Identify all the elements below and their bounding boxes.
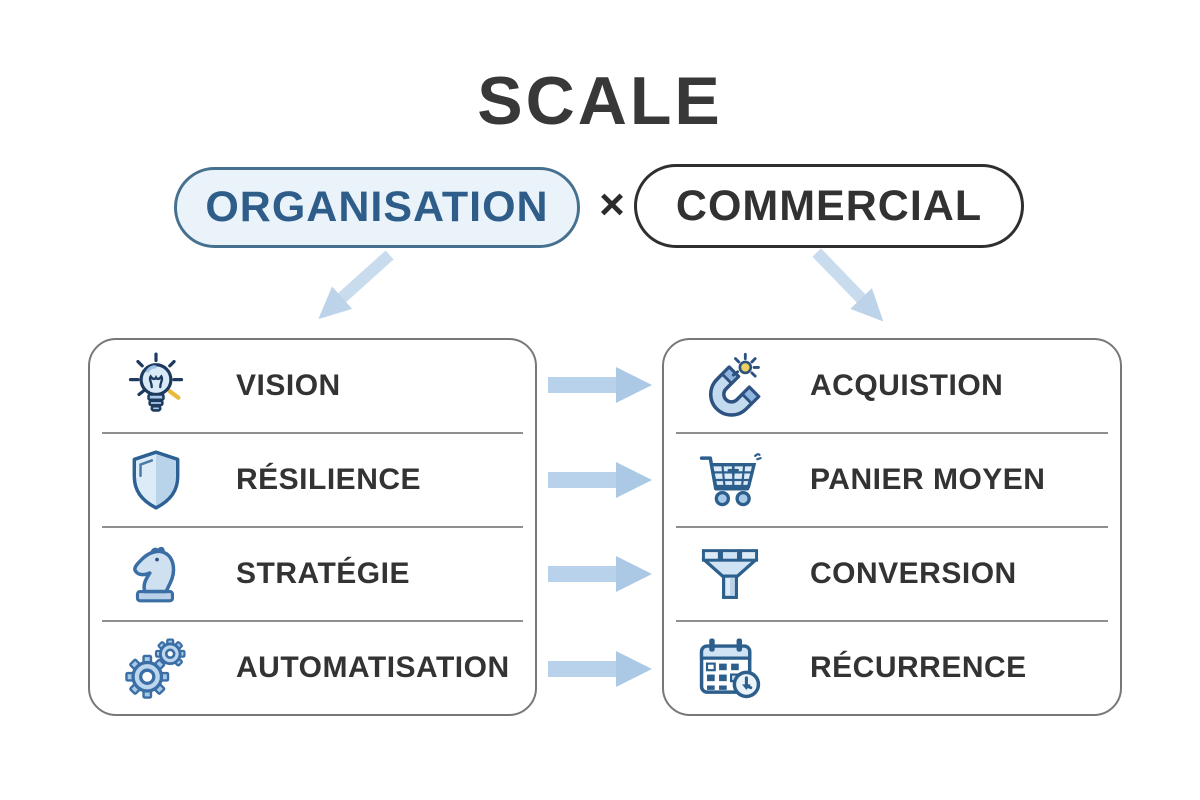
funnel-icon xyxy=(694,538,766,610)
calendar-clock-icon xyxy=(694,632,766,704)
list-item-conversion: CONVERSION xyxy=(676,526,1108,620)
multiply-sign: × xyxy=(599,180,625,229)
arrow-right-icon xyxy=(544,527,656,622)
chess-knight-icon xyxy=(120,538,192,610)
commercial-box: ACQUISTION xyxy=(662,338,1122,716)
arrow-right-icon xyxy=(544,622,656,717)
gears-icon xyxy=(120,632,192,704)
lightbulb-icon xyxy=(120,350,192,422)
item-label: RÉCURRENCE xyxy=(810,651,1027,684)
item-label: CONVERSION xyxy=(810,557,1017,590)
organisation-pill: ORGANISATION xyxy=(174,167,580,248)
arrow-right-icon xyxy=(544,433,656,528)
organisation-pill-label: ORGANISATION xyxy=(205,183,549,231)
item-label: STRATÉGIE xyxy=(236,557,410,590)
arrow-down-right-icon xyxy=(812,248,884,322)
list-item-panier-moyen: PANIER MOYEN xyxy=(676,432,1108,526)
item-label: PANIER MOYEN xyxy=(810,463,1046,496)
organisation-box: VISION RÉSILIENCE xyxy=(88,338,537,716)
magnet-icon xyxy=(694,350,766,422)
arrow-right-icon xyxy=(544,338,656,433)
shopping-cart-icon xyxy=(694,444,766,516)
connector-arrows xyxy=(544,338,656,716)
item-label: AUTOMATISATION xyxy=(236,651,510,684)
arrow-down-left-icon xyxy=(318,250,394,320)
commercial-pill-label: COMMERCIAL xyxy=(675,181,983,230)
page-title: SCALE xyxy=(477,63,723,139)
list-item-resilience: RÉSILIENCE xyxy=(102,432,523,526)
list-item-acquistion: ACQUISTION xyxy=(676,340,1108,432)
item-label: ACQUISTION xyxy=(810,369,1004,402)
list-item-strategie: STRATÉGIE xyxy=(102,526,523,620)
shield-icon xyxy=(120,444,192,516)
commercial-pill: COMMERCIAL xyxy=(634,164,1024,248)
list-item-recurrence: RÉCURRENCE xyxy=(676,620,1108,714)
item-label: VISION xyxy=(236,369,341,402)
list-item-automatisation: AUTOMATISATION xyxy=(102,620,523,714)
list-item-vision: VISION xyxy=(102,340,523,432)
item-label: RÉSILIENCE xyxy=(236,463,422,496)
